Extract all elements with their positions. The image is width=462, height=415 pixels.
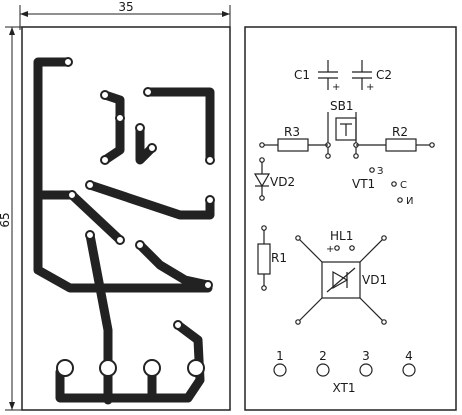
diode-vd2: VD2: [253, 157, 295, 201]
vd1-label: VD1: [362, 273, 387, 287]
vt1-label: VT1: [352, 177, 375, 191]
r3-label: R3: [284, 125, 300, 139]
trace-vertical: [85, 230, 113, 365]
terminal-hole-2: [316, 363, 330, 377]
terminal-hole-3: [359, 363, 373, 377]
sb1-label: SB1: [330, 99, 353, 113]
r2-label: R2: [392, 125, 408, 139]
terminal-pad-2: [99, 359, 117, 377]
terminal-4-label: 4: [405, 349, 413, 363]
terminal-1-label: 1: [276, 349, 284, 363]
terminal-pad-4: [187, 359, 205, 377]
vd2-label: VD2: [270, 175, 295, 189]
c2-label: C2: [376, 68, 392, 82]
transistor-vt1: VT1 З С И: [352, 166, 413, 207]
trace-lower: [55, 320, 205, 403]
terminal-hole-4: [402, 363, 416, 377]
vt1-pin-s: С: [400, 180, 407, 191]
vt1-pin-i: И: [406, 196, 413, 207]
hl1-label: HL1: [330, 229, 353, 243]
resistor-r1: R1: [257, 225, 287, 291]
height-dimension: 65: [0, 26, 22, 411]
vt1-pin-z: З: [377, 166, 383, 177]
hl1-plus: +: [326, 244, 334, 255]
terminal-hole-1: [273, 363, 287, 377]
solder-pads: [56, 57, 215, 377]
led-hl1: HL1 +: [326, 229, 355, 255]
trace-upper-left: [100, 90, 125, 165]
terminal-block-xt1: 1 2 3 4 XT1: [273, 349, 416, 395]
diode-bridge-vd1: VD1: [295, 235, 387, 325]
component-side-board: [244, 26, 457, 411]
switch-sb1: SB1: [325, 99, 359, 159]
c2-plus: +: [366, 82, 374, 93]
r1-label: R1: [271, 251, 287, 265]
trace-top-right: [143, 87, 215, 165]
capacitor-c1: C1 +: [294, 60, 340, 93]
trace-branch: [135, 240, 213, 290]
capacitor-c2: C2 +: [352, 60, 392, 93]
terminal-pad-3: [143, 359, 161, 377]
terminal-3-label: 3: [362, 349, 370, 363]
resistor-r3: R3: [259, 125, 328, 152]
terminal-pad-1: [56, 359, 74, 377]
trace-left-outer: [33, 57, 213, 293]
width-label: 35: [118, 0, 133, 14]
height-label: 65: [0, 212, 12, 227]
resistor-r2: R2: [356, 125, 435, 152]
c1-label: C1: [294, 68, 310, 82]
width-dimension: 35: [19, 0, 231, 30]
xt1-label: XT1: [333, 381, 356, 395]
trace-center: [135, 123, 157, 165]
terminal-2-label: 2: [319, 349, 327, 363]
trace-diagonal: [85, 180, 215, 220]
copper-traces: [33, 57, 215, 405]
c1-plus: +: [332, 82, 340, 93]
